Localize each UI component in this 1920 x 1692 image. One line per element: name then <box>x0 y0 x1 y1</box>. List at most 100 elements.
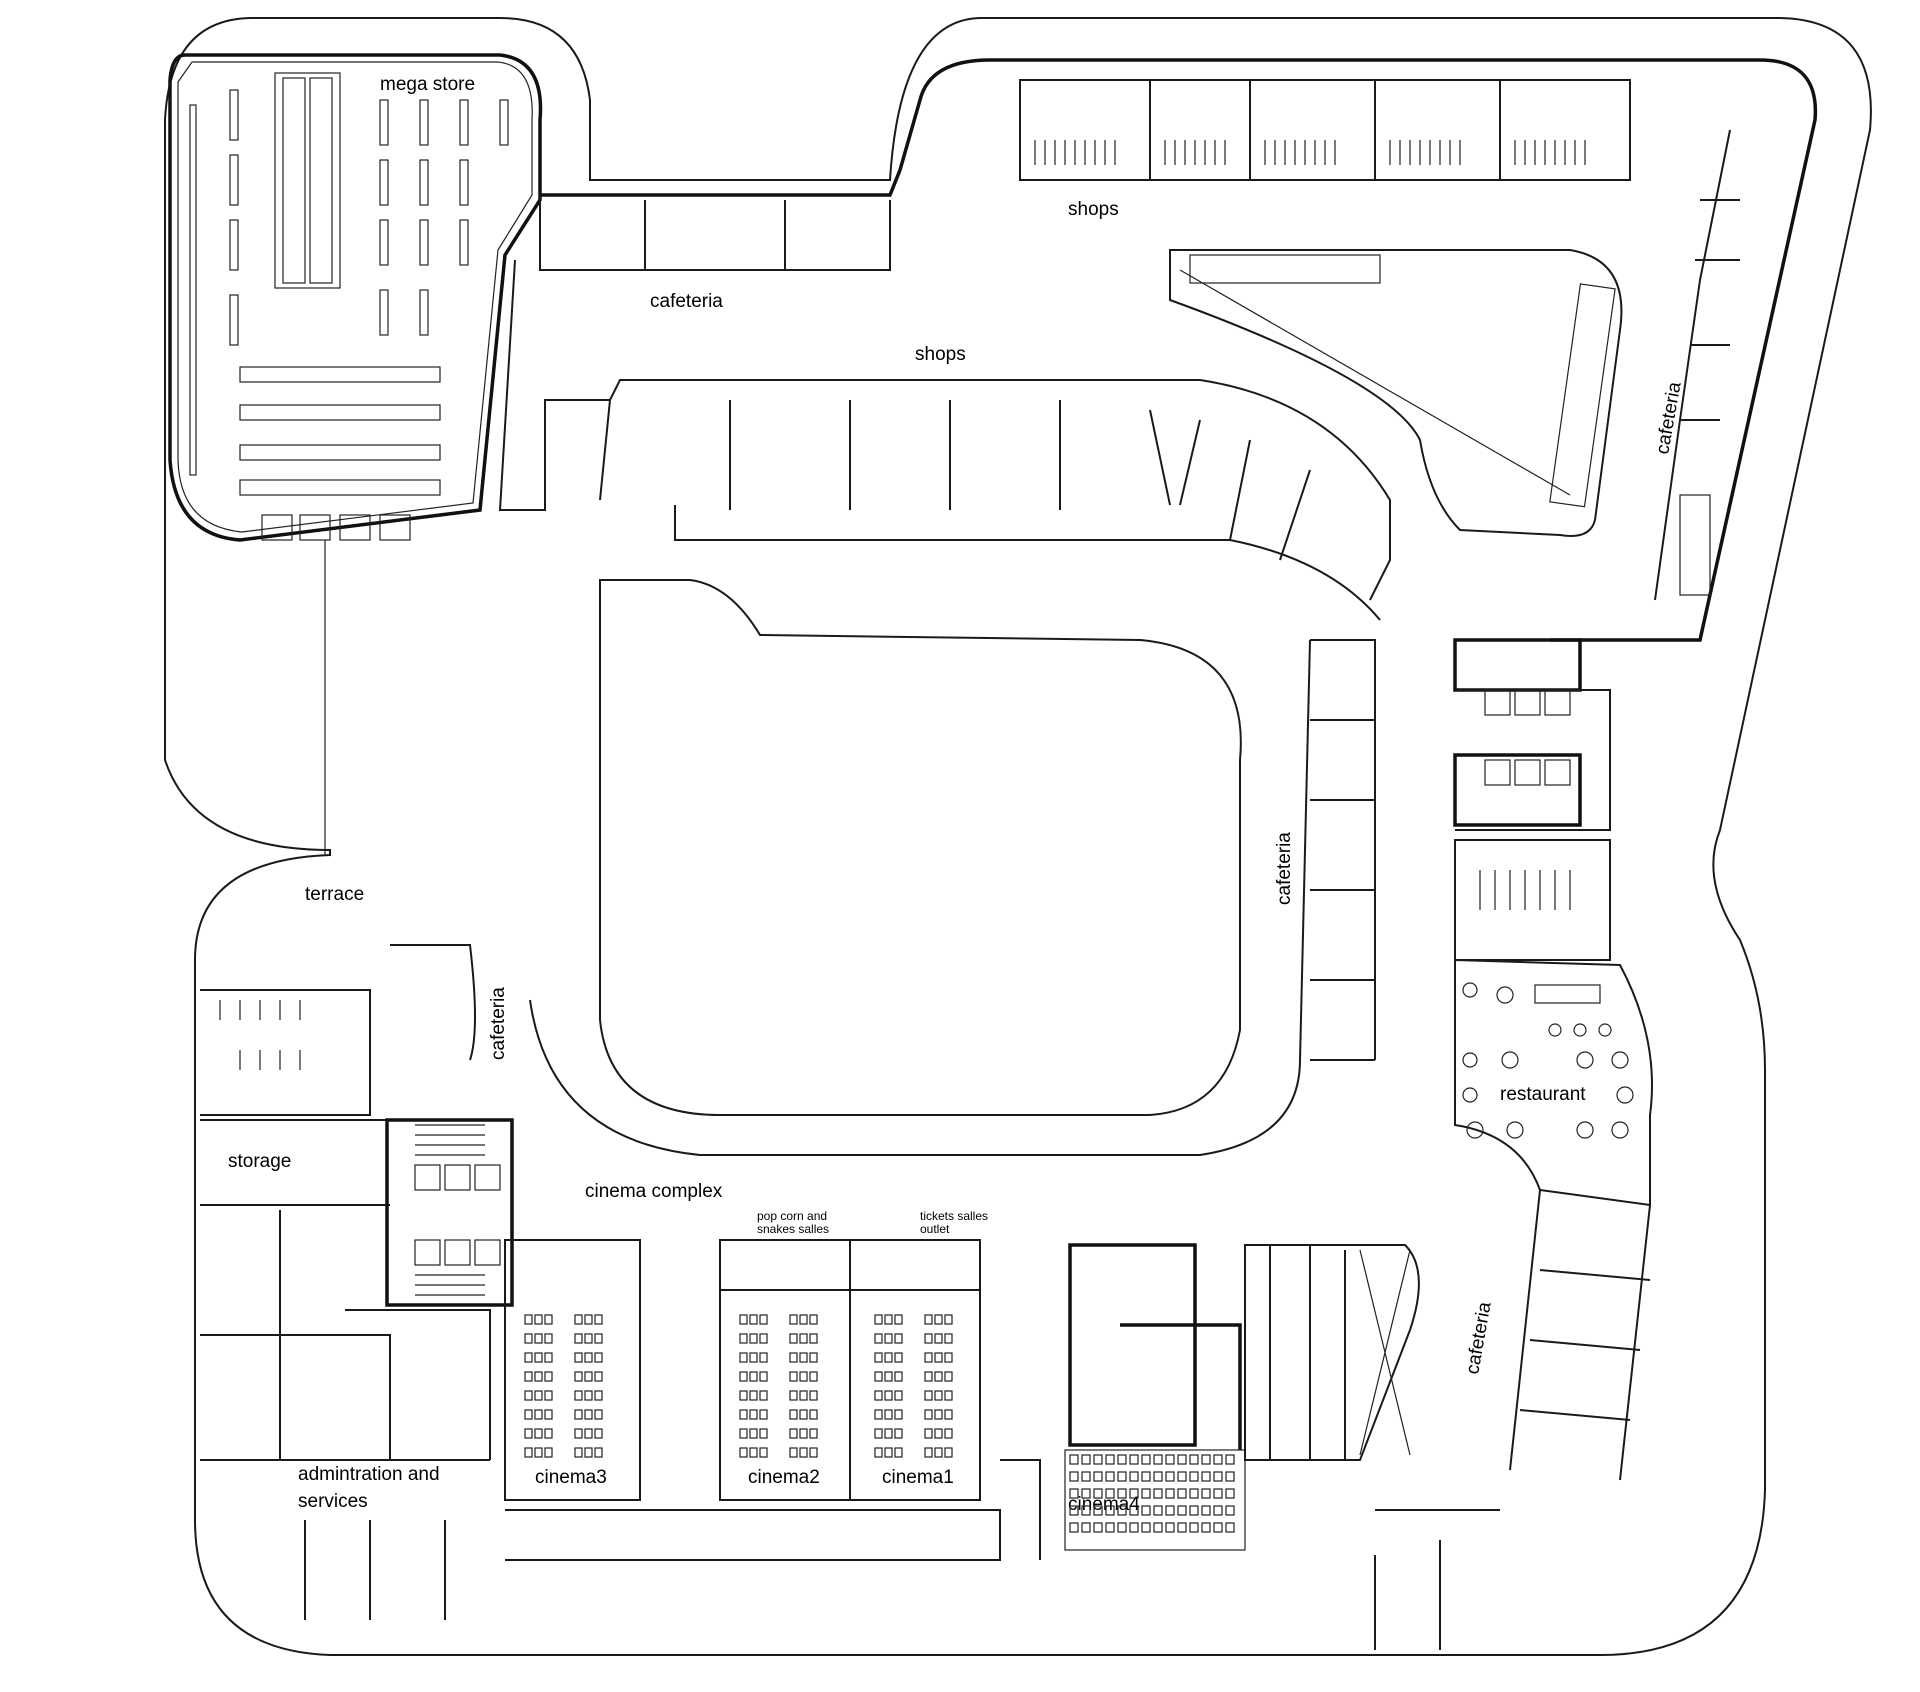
cinema-seat <box>1117 1505 1127 1516</box>
cinema-seat <box>524 1447 533 1458</box>
cinema-seat <box>924 1390 933 1401</box>
cinema-seat <box>1165 1454 1175 1465</box>
cinema-seat <box>749 1314 758 1325</box>
cinema-seat <box>1213 1488 1223 1499</box>
cinema-seat <box>574 1371 583 1382</box>
cinema-seat <box>944 1314 953 1325</box>
cinema-seat <box>1069 1522 1079 1533</box>
shops-top-label: shops <box>1068 199 1119 220</box>
cinema-complex-label: cinema complex <box>585 1181 723 1202</box>
cinema-seat <box>809 1333 818 1344</box>
cinema-seat <box>1105 1522 1115 1533</box>
cinema-seat <box>1201 1488 1211 1499</box>
cinema-seat <box>874 1352 883 1363</box>
cinema-seat <box>574 1390 583 1401</box>
cinema-seat <box>749 1371 758 1382</box>
cinema-seat <box>749 1409 758 1420</box>
cinema-seat <box>884 1314 893 1325</box>
cinema-seat <box>1225 1505 1235 1516</box>
upper-wing <box>498 58 1818 642</box>
cinema-seat <box>1129 1505 1139 1516</box>
cinema-seat <box>809 1352 818 1363</box>
cinema-seat <box>944 1390 953 1401</box>
cinema-seat <box>1225 1471 1235 1482</box>
cinema-seat <box>799 1333 808 1344</box>
cinema-seat <box>809 1371 818 1382</box>
cinema-seat <box>894 1428 903 1439</box>
cinema-seat <box>1081 1505 1091 1516</box>
cinema-seat <box>524 1314 533 1325</box>
cinema-seat <box>1201 1454 1211 1465</box>
cinema-seat <box>799 1390 808 1401</box>
terrace-label: terrace <box>305 884 364 905</box>
cinema-seat <box>574 1333 583 1344</box>
cinema-seat <box>894 1447 903 1458</box>
cinema-seat <box>799 1371 808 1382</box>
restaurant-label: restaurant <box>1500 1084 1586 1105</box>
cinema-seat <box>1153 1522 1163 1533</box>
cinema-seat <box>759 1447 768 1458</box>
cinema-seat <box>1165 1488 1175 1499</box>
cinema-seat <box>884 1352 893 1363</box>
admin-label-2: services <box>298 1491 368 1512</box>
cinema-seat <box>1213 1505 1223 1516</box>
cinema-seat <box>874 1314 883 1325</box>
cinema-seat <box>1117 1522 1127 1533</box>
cinema-seat <box>789 1314 798 1325</box>
cinema-seat <box>1093 1522 1103 1533</box>
cinema-complex <box>504 1239 1420 1561</box>
cinema2-label: cinema2 <box>748 1467 820 1488</box>
bottom-right-cafeteria <box>1374 1189 1651 1650</box>
cinema-seat <box>874 1428 883 1439</box>
cinema-seat <box>884 1447 893 1458</box>
cinema-seat <box>1153 1454 1163 1465</box>
cinema-seat <box>884 1390 893 1401</box>
cinema-seat <box>739 1409 748 1420</box>
restaurant-block: restaurant <box>1454 958 1653 1207</box>
cinema-seat <box>594 1333 603 1344</box>
cinema-seat <box>534 1352 543 1363</box>
cinema-seat <box>759 1428 768 1439</box>
cinema-seat <box>574 1352 583 1363</box>
cinema-seat <box>544 1352 553 1363</box>
cinema-seat <box>544 1409 553 1420</box>
cinema-seat <box>584 1352 593 1363</box>
cinema-seat <box>749 1390 758 1401</box>
cinema-seat <box>759 1314 768 1325</box>
cinema-seat <box>1141 1454 1151 1465</box>
right-core <box>1310 638 1611 1061</box>
cinema-seat <box>1177 1454 1187 1465</box>
cinema-seat <box>1189 1454 1199 1465</box>
cinema-seat <box>739 1371 748 1382</box>
cinema-seat <box>544 1428 553 1439</box>
mega-store-label: mega store <box>380 74 475 95</box>
cafeteria-top-label: cafeteria <box>650 291 723 312</box>
cinema-seat <box>944 1371 953 1382</box>
cinema-seat <box>594 1409 603 1420</box>
cinema-seat <box>799 1428 808 1439</box>
cinema-seat <box>739 1333 748 1344</box>
cinema-seat <box>1081 1471 1091 1482</box>
cinema-seat <box>584 1409 593 1420</box>
cinema-seat <box>1117 1471 1127 1482</box>
cinema-seat <box>809 1314 818 1325</box>
cinema-seat <box>944 1352 953 1363</box>
cinema-seat <box>534 1371 543 1382</box>
cinema-seat <box>884 1409 893 1420</box>
cinema-seat <box>799 1352 808 1363</box>
cinema-seat <box>894 1333 903 1344</box>
mega-store-block: mega store <box>168 53 543 542</box>
store-shelves <box>189 89 509 496</box>
cinema1-label: cinema1 <box>882 1467 954 1488</box>
cinema-seat <box>1189 1522 1199 1533</box>
cinema-seat <box>799 1447 808 1458</box>
cinema-seat <box>534 1447 543 1458</box>
cinema-seat <box>799 1314 808 1325</box>
cinema-seat <box>759 1409 768 1420</box>
cinema-seat <box>924 1371 933 1382</box>
cinema-seat <box>1213 1454 1223 1465</box>
cinema-seat <box>894 1371 903 1382</box>
cinema-seat <box>534 1428 543 1439</box>
cinema-seat <box>1189 1488 1199 1499</box>
cinema-seat <box>1069 1454 1079 1465</box>
